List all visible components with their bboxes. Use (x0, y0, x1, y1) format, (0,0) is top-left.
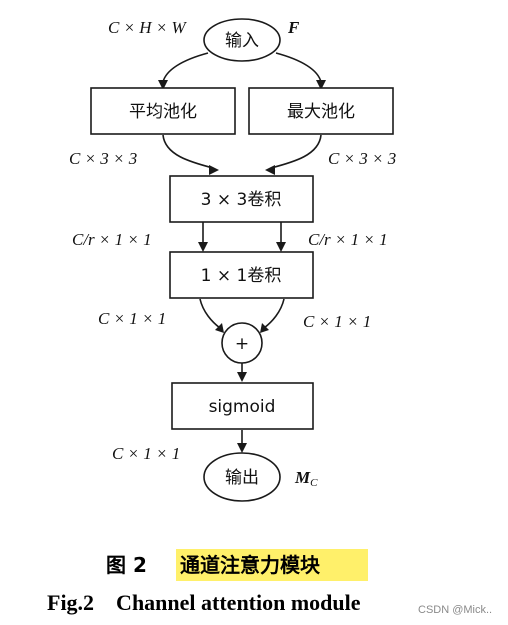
node-max-pool: 最大池化 (248, 87, 394, 135)
node-input: 输入 (203, 18, 281, 62)
edge-input-to-maxpool (275, 52, 322, 83)
label-input-symbol: F (287, 18, 300, 37)
label-conv1-left-dims: C × 1 × 1 (98, 309, 166, 328)
svg-text:输出: 输出 (225, 468, 259, 488)
arrowhead (198, 242, 208, 252)
label-conv3-right-dims: C/r × 1 × 1 (308, 230, 388, 249)
arrowhead (237, 372, 247, 382)
node-avg-pool: 平均池化 (90, 87, 236, 135)
svg-text:sigmoid: sigmoid (209, 397, 276, 417)
node-add: + (221, 322, 263, 364)
node-sigmoid: sigmoid (171, 382, 314, 430)
svg-text:3 × 3卷积: 3 × 3卷积 (201, 190, 282, 210)
arrowhead (237, 443, 247, 453)
svg-text:最大池化: 最大池化 (287, 102, 355, 122)
arrowhead (265, 165, 275, 175)
edge-maxpool-to-conv3 (270, 134, 322, 169)
label-max-dims: C × 3 × 3 (328, 149, 396, 168)
label-conv3-left-dims: C/r × 1 × 1 (72, 230, 152, 249)
label-input-dims: C × H × W (108, 18, 188, 37)
edge-input-to-avgpool (162, 52, 209, 83)
edge-avgpool-to-conv3 (162, 134, 214, 169)
caption-highlight (176, 549, 368, 581)
watermark: CSDN @Mick.. (418, 604, 492, 616)
arrowhead (316, 80, 326, 90)
svg-text:1 × 1卷积: 1 × 1卷积 (201, 266, 282, 286)
caption-en: Fig.2 Channel attention module (47, 590, 361, 615)
caption-cn-number: 图 2 (106, 553, 147, 577)
edge-conv1-to-add-right (263, 298, 285, 329)
arrowhead (158, 80, 168, 90)
svg-text:+: + (235, 334, 249, 354)
label-conv1-right-dims: C × 1 × 1 (303, 312, 371, 331)
arrowhead (260, 323, 269, 333)
edge-conv1-to-add-left (199, 298, 221, 329)
label-output-symbol: MC (294, 468, 318, 489)
caption-cn-title: 通道注意力模块 (180, 553, 321, 577)
node-conv-1x1: 1 × 1卷积 (169, 251, 314, 299)
label-sigmoid-dims: C × 1 × 1 (112, 444, 180, 463)
node-conv-3x3: 3 × 3卷积 (169, 175, 314, 223)
label-avg-dims: C × 3 × 3 (69, 149, 137, 168)
svg-text:平均池化: 平均池化 (129, 102, 197, 122)
arrowhead (276, 242, 286, 252)
arrowhead (209, 165, 219, 175)
node-output: 输出 (203, 452, 281, 502)
svg-text:输入: 输入 (225, 31, 259, 51)
arrowhead (215, 323, 224, 333)
